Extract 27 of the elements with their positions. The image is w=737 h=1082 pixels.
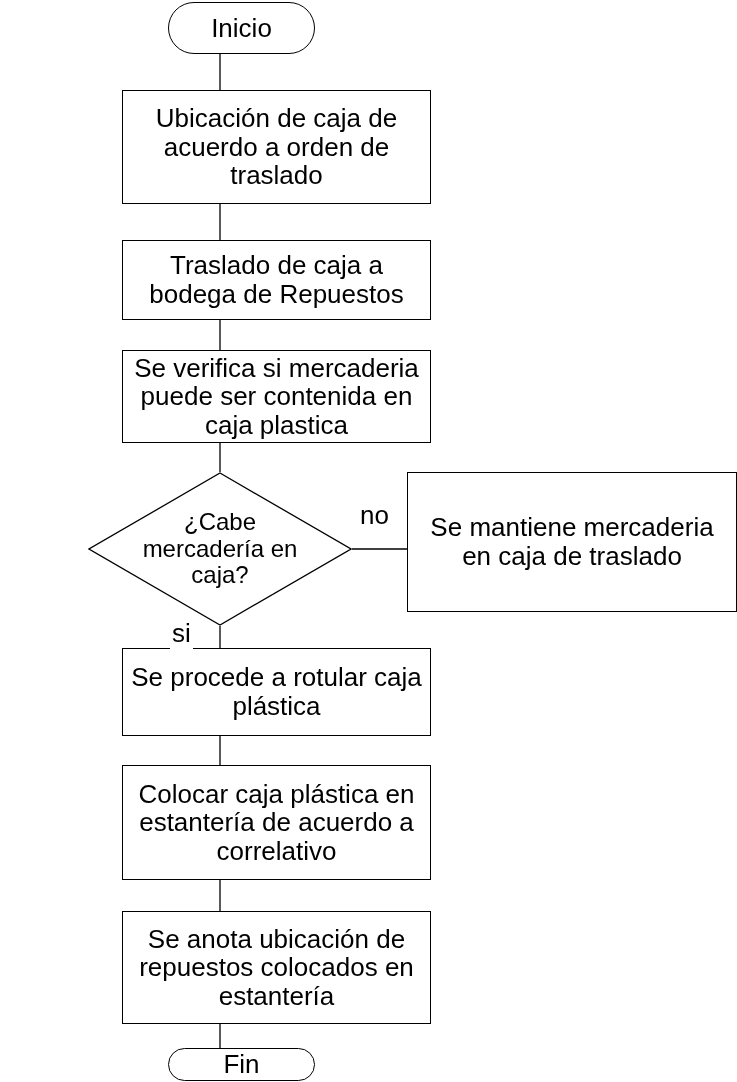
- connector-line: [219, 879, 221, 912]
- connector-line: [219, 625, 221, 649]
- process-box: [122, 765, 431, 880]
- step-text: Inicio: [211, 13, 272, 43]
- connector-line: [219, 319, 221, 351]
- process-box: [122, 240, 431, 320]
- process-box: [122, 911, 431, 1024]
- connector-line: [219, 203, 221, 241]
- step-text: Colocar caja plástica en estantería de acuerdo a correlativo: [137, 779, 416, 866]
- step-text: Fin: [223, 1050, 260, 1079]
- process-box: [407, 472, 737, 612]
- step-text: Se verifica si mercaderia puede ser contenida en caja plastica: [133, 353, 420, 440]
- connector-line: [219, 1023, 221, 1049]
- connector-line: [351, 548, 408, 550]
- step-text: Se anota ubicación de repuestos colocados en estantería: [138, 924, 415, 1011]
- connector-line: [219, 442, 221, 473]
- process-box: [122, 648, 431, 736]
- terminal-shape: [168, 1048, 315, 1081]
- decision-text: ¿Cabe mercadería en caja?: [141, 509, 299, 589]
- step-text: Traslado de caja a bodega de Repuestos: [148, 251, 405, 309]
- process-box: [122, 90, 431, 204]
- step-text: Se procede a rotular caja plástica: [130, 663, 423, 721]
- terminal-shape: [168, 2, 315, 54]
- connector-line: [219, 53, 221, 91]
- step-text: Se mantiene mercaderia en caja de traslado: [429, 513, 715, 571]
- connector-line: [219, 735, 221, 766]
- step-text: Ubicación de caja de acuerdo a orden de traslado: [154, 104, 399, 190]
